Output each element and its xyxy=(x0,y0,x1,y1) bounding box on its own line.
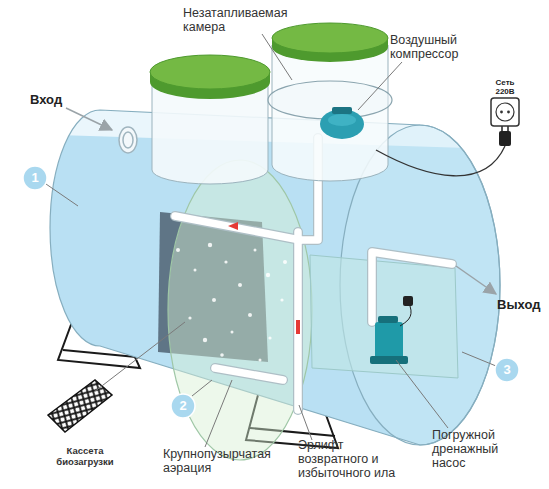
flow-arrows xyxy=(66,108,496,294)
pump-chamber xyxy=(310,255,458,378)
air-bubbles xyxy=(176,248,180,252)
part-label: Эрлифт возвратного и избыточного ила xyxy=(298,438,410,480)
icon-caption: Кассета биозагрузки xyxy=(46,445,124,467)
left-hatch xyxy=(150,55,270,184)
leader-lines xyxy=(262,34,292,80)
callout-circle xyxy=(171,394,195,418)
callout-label: 1 xyxy=(22,165,48,191)
air-bubbles xyxy=(231,331,234,334)
air-bubbles xyxy=(254,249,257,252)
socket-plate xyxy=(491,98,519,126)
leader-lines xyxy=(192,380,212,396)
air-compressor xyxy=(332,107,352,114)
leader-lines xyxy=(299,405,312,440)
inlet-flange xyxy=(119,127,137,153)
leader-lines xyxy=(46,184,78,206)
pipes xyxy=(215,368,283,380)
node-label: Сеть 220В xyxy=(490,78,520,96)
drainage-pump xyxy=(370,356,408,364)
callout-label: 2 xyxy=(170,393,196,419)
part-label: Погружной дренажный насос xyxy=(432,428,527,470)
socket-hole xyxy=(507,111,510,114)
partition-disk xyxy=(168,160,312,460)
air-bubbles xyxy=(212,298,216,302)
part-label: Незатапливаемая камера xyxy=(183,6,303,34)
cassette-icon xyxy=(48,380,112,432)
dry-chamber xyxy=(272,23,388,53)
drainage-pump xyxy=(378,316,398,323)
cassette-icon xyxy=(48,380,112,432)
pipes xyxy=(372,252,452,322)
power-socket: Сеть 220В xyxy=(484,78,526,128)
leader-lines xyxy=(205,380,232,447)
flow-arrows xyxy=(456,266,496,294)
part-label: Воздушный компрессор xyxy=(390,33,490,61)
callout-number: 1 xyxy=(22,165,48,191)
drainage-pump xyxy=(400,306,411,326)
pipes xyxy=(294,232,302,410)
pump-chamber xyxy=(310,255,458,378)
callout-circle xyxy=(495,358,519,382)
air-bubbles xyxy=(194,269,197,272)
flow-marks xyxy=(228,222,238,230)
leader-lines xyxy=(46,34,496,447)
air-bubbles xyxy=(203,338,207,342)
air-bubbles xyxy=(220,353,224,357)
partition-disk xyxy=(168,160,312,460)
pipes xyxy=(215,368,283,380)
air-compressor xyxy=(328,114,356,126)
leader-lines xyxy=(94,322,185,392)
flow-arrows xyxy=(66,108,112,130)
left-hatch xyxy=(150,55,270,89)
air-bubbles xyxy=(176,229,287,362)
leader-lines xyxy=(462,352,496,366)
inlet-flange xyxy=(123,132,133,148)
power-cord xyxy=(376,146,505,176)
air-bubbles xyxy=(188,316,191,319)
pipes xyxy=(372,252,452,322)
drainage-pump xyxy=(403,296,413,306)
callout-number: 3 xyxy=(494,357,520,383)
leader-lines xyxy=(358,62,402,110)
power-cord xyxy=(499,131,511,146)
callout-label: 3 xyxy=(494,357,520,383)
socket-face xyxy=(496,103,514,121)
inlet-flange xyxy=(119,127,137,153)
dry-chamber xyxy=(268,23,392,181)
flow-label: Вход xyxy=(30,92,62,107)
flow-label: Выход xyxy=(497,297,540,312)
air-bubbles xyxy=(248,313,252,317)
pipes xyxy=(175,216,300,240)
pipes xyxy=(175,216,300,240)
flow-marks xyxy=(296,320,300,334)
air-bubbles xyxy=(283,260,287,264)
air-compressor xyxy=(320,107,364,139)
air-bubbles xyxy=(238,283,242,287)
drainage-pump xyxy=(370,296,413,364)
power-cord xyxy=(376,126,511,176)
air-bubbles xyxy=(266,273,270,277)
air-bubbles xyxy=(280,298,283,301)
pipes xyxy=(293,232,303,410)
air-bubbles xyxy=(224,260,227,263)
flow-marks xyxy=(228,222,300,334)
callout-number: 2 xyxy=(170,393,196,419)
callout-circle xyxy=(23,166,47,190)
air-bubbles xyxy=(268,336,271,339)
air-bubbles xyxy=(259,359,262,362)
air-bubbles xyxy=(208,243,212,247)
part-label: Крупнопузырчатая аэрация xyxy=(163,447,288,475)
socket-hole xyxy=(500,111,503,114)
leader-lines xyxy=(396,360,448,428)
